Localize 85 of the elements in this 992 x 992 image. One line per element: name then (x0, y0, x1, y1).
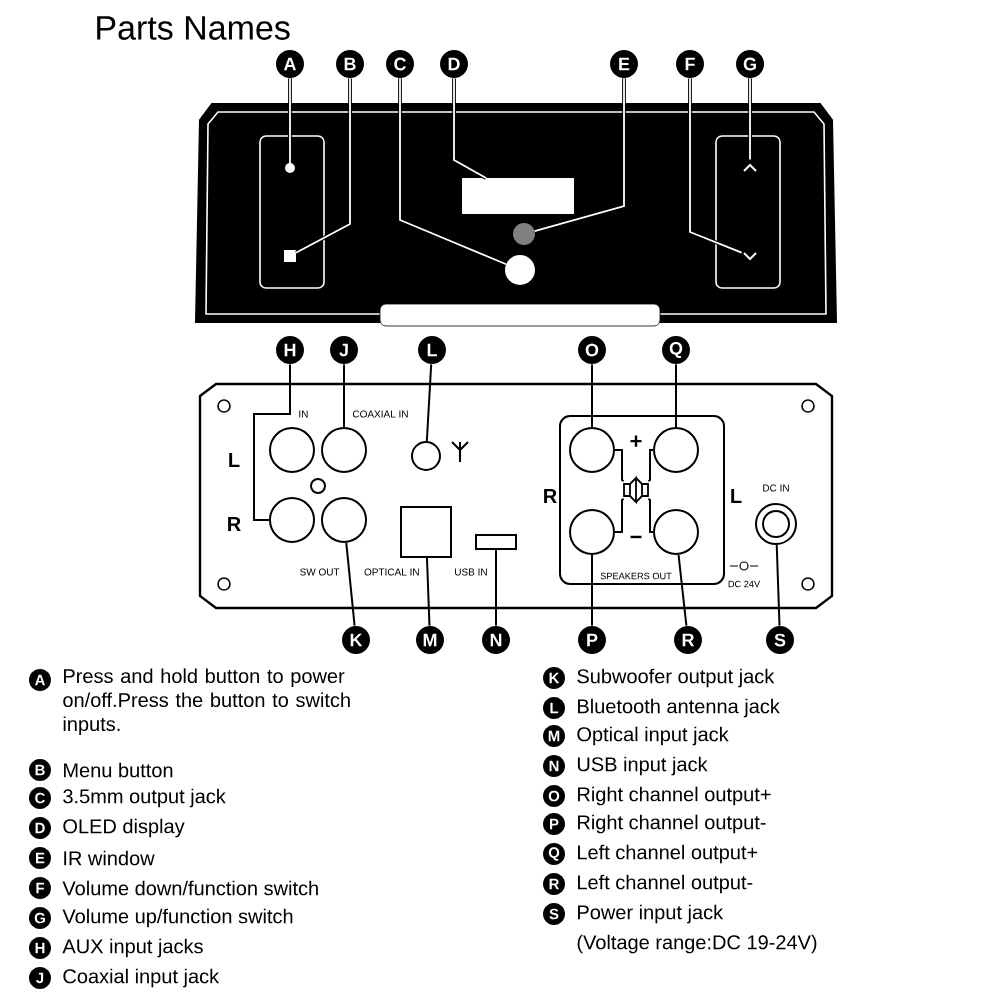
leader-line (425, 557, 431, 627)
callout-badge: H (276, 336, 304, 364)
description-text: (Voltage range:DC 19-24V) (577, 934, 817, 954)
panel-label: R (544, 489, 557, 503)
description-text: Subwoofer output jack (577, 668, 775, 688)
description-text: AUX input jacks (62, 938, 203, 958)
callout-badge: F (676, 50, 704, 78)
leader-line (675, 363, 677, 428)
leader-line (677, 553, 688, 627)
title: Parts Names (97, 16, 290, 40)
wire (647, 497, 654, 533)
aux-jack (269, 497, 315, 543)
speaker-jack (569, 427, 615, 473)
leader-line (253, 363, 291, 521)
speaker-jack (569, 509, 615, 555)
panel-label: L (229, 453, 240, 467)
leader-line (775, 544, 781, 627)
callout-badge: N (482, 626, 510, 654)
leader-line (591, 363, 593, 428)
description-text: Right channel output- (578, 814, 766, 834)
callout-badge: M (416, 626, 444, 654)
volume-down-button (743, 252, 757, 261)
leader-line (748, 77, 752, 161)
description-text: Optical input jack (577, 726, 729, 746)
leader-line (343, 363, 345, 428)
panel-label: − (630, 535, 642, 539)
leader-line (425, 363, 433, 443)
coaxial-jack (321, 427, 367, 473)
description-text: IR window (64, 850, 155, 866)
callout-badge: R (674, 626, 702, 654)
aux-jack (269, 427, 315, 473)
subwoofer-jack (321, 497, 367, 543)
leader-line (533, 77, 626, 233)
menu-button (284, 250, 296, 262)
speaker-jack (653, 427, 699, 473)
leader-line (398, 77, 508, 266)
dc-jack (755, 503, 797, 545)
wire (647, 449, 654, 483)
wire (614, 497, 625, 533)
leader-line (688, 77, 743, 255)
usb-port (475, 534, 517, 550)
description-text: Volume down/function switch (62, 880, 318, 896)
panel-label: + (630, 435, 642, 447)
wire (614, 449, 625, 483)
description-text: Bluetooth antenna jack (578, 698, 780, 718)
description-text: Left channel output- (578, 874, 753, 894)
callout-badge: L (418, 336, 446, 364)
leader-line (288, 77, 292, 164)
callout-badge: B (336, 50, 364, 78)
leader-line (452, 77, 487, 180)
callout-badge: K (342, 626, 370, 654)
panel-label: R (228, 517, 241, 531)
callout-badge: C (386, 50, 414, 78)
callout-badge: A (276, 50, 304, 78)
description-text: USB input jack (577, 756, 708, 776)
leader-line (591, 554, 593, 627)
callout-badge: J (330, 336, 358, 364)
speaker-jack (653, 509, 699, 555)
description-text: 3.5mm output jack (63, 788, 226, 808)
callout-badge: G (736, 50, 764, 78)
description-text: Right channel output+ (578, 786, 771, 806)
callout-badge: D (440, 50, 468, 78)
callout-badge: Q (662, 336, 690, 364)
description-text: Coaxial input jack (63, 968, 220, 988)
antenna-jack (411, 441, 441, 471)
speaker-icon (623, 475, 649, 505)
panel-label: L (731, 489, 742, 503)
description-text: Left channel output+ (578, 844, 758, 864)
optical-port (400, 506, 452, 558)
description-text: Volume up/function switch (62, 908, 293, 928)
description-text: Power input jack (578, 904, 724, 924)
callout-badge: P (578, 626, 606, 654)
callout-badge: S (766, 626, 794, 654)
display-screen (462, 178, 574, 214)
leader-line (345, 541, 356, 627)
description-text: Press and hold button to power on/off.Press the button to switch inputs. (63, 668, 350, 736)
leader-line (295, 77, 352, 255)
description-text: OLED display (63, 818, 185, 838)
description-text: Menu button (64, 762, 173, 778)
callout-badge: E (610, 50, 638, 78)
leader-line (495, 549, 497, 627)
headphone-jack (505, 255, 535, 285)
callout-badge: O (578, 336, 606, 364)
power-button (285, 163, 295, 173)
volume-up-button (743, 163, 757, 172)
